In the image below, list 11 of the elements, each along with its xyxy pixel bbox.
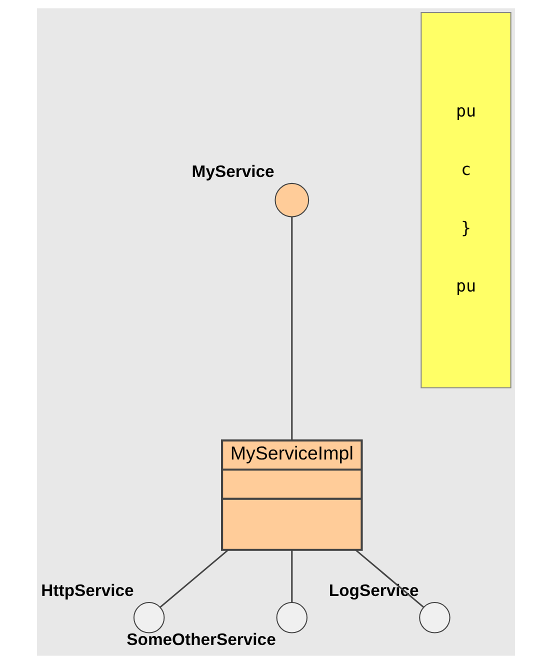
node-arc <box>133 602 165 634</box>
node-label: HttpService <box>41 581 134 600</box>
node-arc <box>419 602 450 634</box>
connector <box>291 550 293 603</box>
node-box: pu c } pu <box>420 12 512 388</box>
node-circle <box>274 182 310 218</box>
node-label: MyService <box>192 162 274 181</box>
connector <box>160 549 228 608</box>
node-label: SomeOtherService <box>126 630 276 650</box>
node-arc <box>276 602 308 634</box>
connector <box>291 216 293 440</box>
